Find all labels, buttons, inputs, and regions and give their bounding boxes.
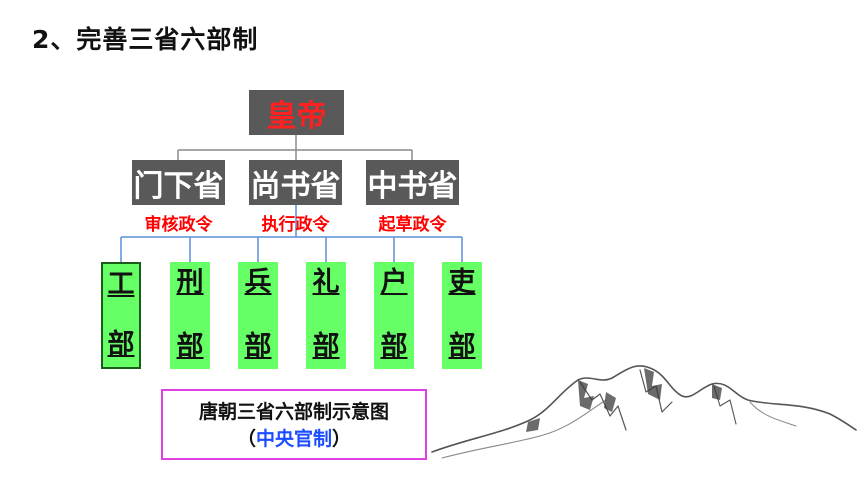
ministry-char: 户 — [380, 267, 408, 298]
ministry-hu-box: 户 部 — [374, 262, 414, 369]
province-zhongshu-box: 中书省 — [366, 160, 459, 205]
province-menxia-box: 门下省 — [132, 160, 225, 205]
province-name: 中书省 — [367, 168, 458, 204]
caption-subtitle: 中央官制 — [255, 428, 332, 450]
province-name: 尚书省 — [250, 168, 341, 204]
ministry-char: 部 — [448, 331, 476, 362]
ministry-char: 礼 — [312, 267, 340, 298]
ministry-xing-box: 刑 部 — [170, 262, 210, 369]
province-function-menxia: 审核政令 — [144, 215, 213, 235]
ministry-char: 工 — [107, 269, 135, 300]
ministry-char: 部 — [107, 329, 135, 360]
ministry-char: 刑 — [176, 267, 204, 298]
ministry-li-personnel-box: 吏 部 — [442, 262, 482, 369]
province-function-zhongshu: 起草政令 — [378, 215, 447, 235]
diagram-caption: 唐朝三省六部制示意图 （中央官制） — [161, 389, 427, 460]
ministry-char: 部 — [244, 331, 272, 362]
caption-paren: （ — [236, 428, 256, 450]
ministry-char: 吏 — [448, 267, 476, 298]
ministry-char: 兵 — [244, 267, 272, 298]
province-function-shangshu: 执行政令 — [261, 215, 330, 235]
caption-title: 唐朝三省六部制示意图 — [198, 401, 389, 423]
province-name: 门下省 — [133, 168, 224, 204]
caption-paren: ） — [332, 428, 352, 450]
ministry-bing-box: 兵 部 — [238, 262, 278, 369]
province-shangshu-box: 尚书省 — [249, 160, 342, 205]
page-title: 2、完善三省六部制 — [32, 25, 259, 54]
caption-subtitle-line: （中央官制） — [163, 426, 425, 453]
ministry-li-box: 礼 部 — [306, 262, 346, 369]
ink-mountain-decoration — [431, 365, 857, 459]
ministry-char: 部 — [380, 331, 408, 362]
ministry-gong-box: 工 部 — [101, 262, 141, 369]
emperor-label: 皇帝 — [266, 98, 327, 134]
ministry-char: 部 — [176, 331, 204, 362]
emperor-box: 皇帝 — [249, 90, 344, 135]
ministry-char: 部 — [312, 331, 340, 362]
